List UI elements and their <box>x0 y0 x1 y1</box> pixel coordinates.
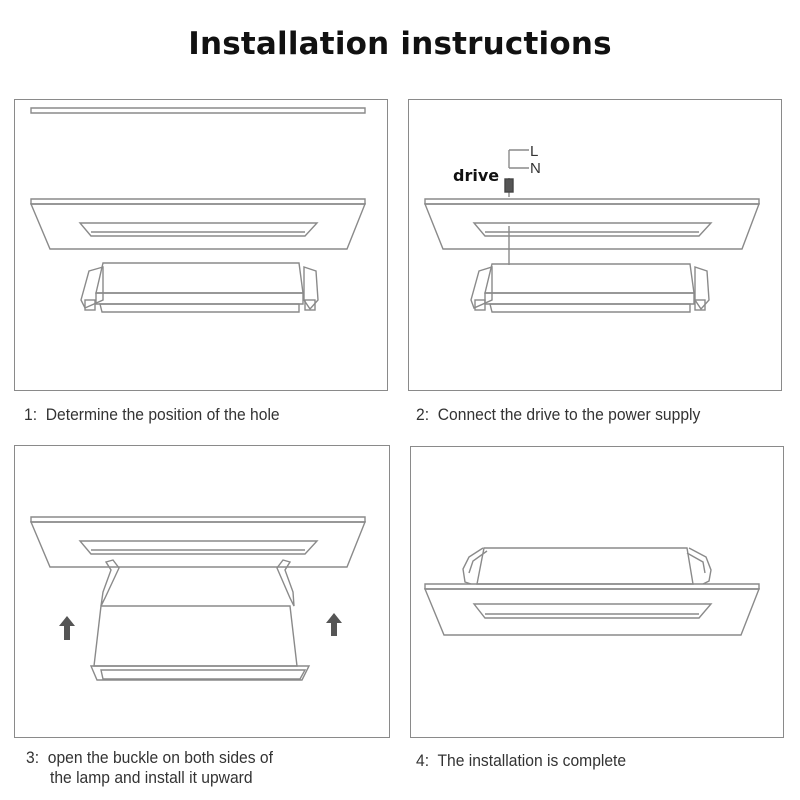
step-3-caption-line-2: the lamp and install it upward <box>50 768 253 788</box>
step-number: 2: <box>416 405 430 424</box>
step-text: The installation is complete <box>437 751 627 770</box>
step-number: 1: <box>24 405 38 424</box>
up-arrow-icon <box>59 616 75 640</box>
page-title: Installation instructions <box>188 26 612 62</box>
step-4-panel <box>410 446 784 738</box>
ceiling-panel-icon <box>423 583 761 636</box>
buckle-spring-icon <box>462 547 712 585</box>
lamp-body-icon <box>470 263 710 313</box>
step-number: 3: <box>26 748 40 767</box>
lamp-body-icon <box>80 262 319 313</box>
driver-icon <box>504 178 514 193</box>
step-3-panel <box>14 445 390 738</box>
step-1-illustration <box>29 107 367 313</box>
step-4-illustration <box>423 547 761 636</box>
step-text: Determine the position of the hole <box>45 405 280 424</box>
ceiling-panel-icon <box>423 198 761 250</box>
neutral-wire-label: N <box>530 160 541 177</box>
step-3-caption: 3: open the buckle on both sides of <box>26 748 273 768</box>
step-1-caption: 1: Determine the position of the hole <box>24 405 280 425</box>
step-2-illustration <box>423 149 761 313</box>
step-1-panel <box>14 99 388 391</box>
lamp-body-icon <box>476 547 694 585</box>
buckle-spring-icon <box>100 559 295 607</box>
drive-label: drive <box>453 166 500 185</box>
step-2-caption: 2: Connect the drive to the power supply <box>416 405 700 425</box>
step-number: 4: <box>416 751 430 770</box>
live-wire-label: L <box>530 143 539 160</box>
step-2-panel: drive L N <box>408 99 782 391</box>
step-3-illustration <box>29 516 367 681</box>
ceiling-panel-icon <box>29 107 367 250</box>
lamp-body-icon <box>89 605 311 681</box>
step-text-line-2: the lamp and install it upward <box>50 768 253 787</box>
wire-icon <box>508 149 529 265</box>
step-text-line-1: open the buckle on both sides of <box>47 748 273 767</box>
ceiling-panel-icon <box>29 516 367 568</box>
step-4-caption: 4: The installation is complete <box>416 751 626 771</box>
up-arrow-icon <box>326 613 342 636</box>
step-text: Connect the drive to the power supply <box>437 405 701 424</box>
